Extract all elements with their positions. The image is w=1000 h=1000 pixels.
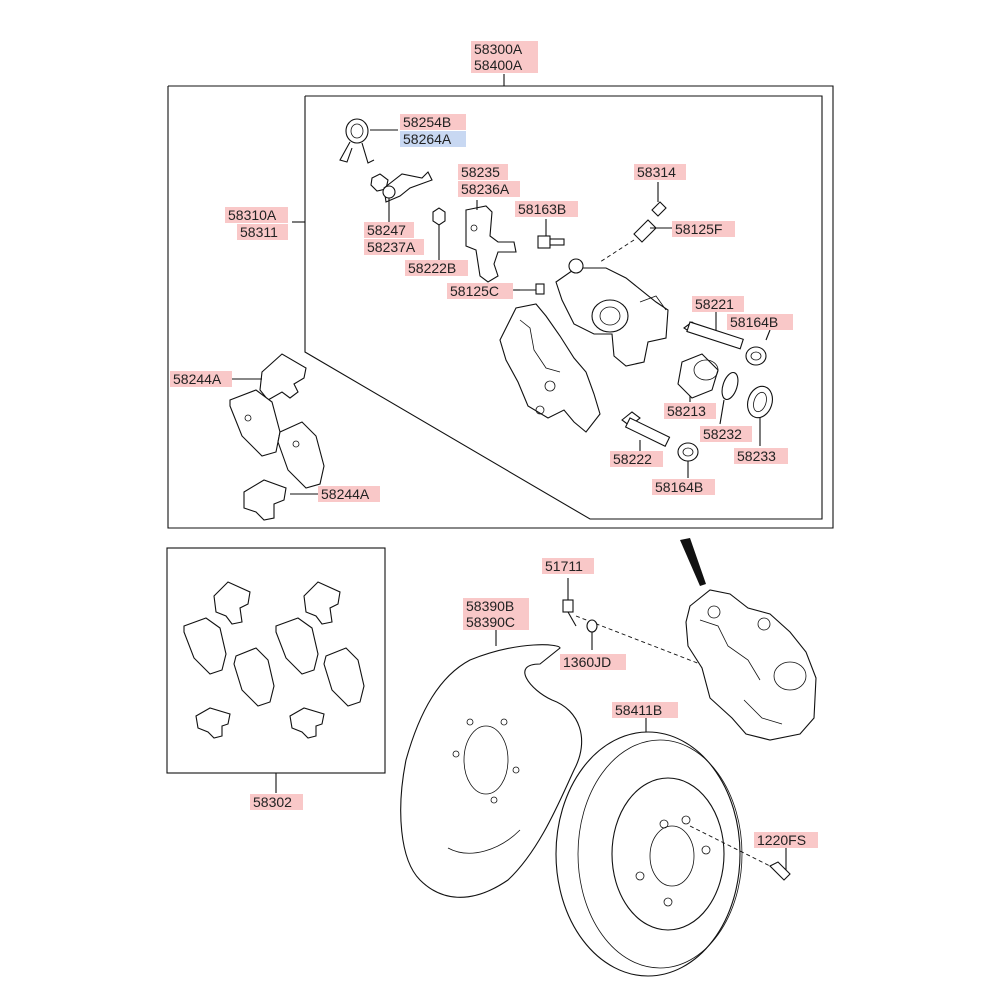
label-51711: 51711 (545, 558, 583, 574)
boot-icon (677, 329, 771, 478)
label-58400a: 58400A (474, 57, 523, 73)
clip-icon (370, 171, 433, 226)
bracket-clip-icon (465, 200, 517, 283)
bolt-icon (537, 219, 565, 249)
label-58310a: 58310A (228, 207, 277, 223)
label-58164b-bottom: 58164B (655, 479, 703, 495)
bleeder-icon (599, 182, 672, 263)
label-58232: 58232 (703, 426, 742, 442)
label-58236a: 58236A (461, 181, 510, 197)
piston-icon (677, 353, 719, 402)
label-58237a: 58237A (367, 239, 416, 255)
label-58222b: 58222B (408, 260, 456, 276)
label-58264a: 58264A (403, 131, 452, 147)
washer-icon (586, 619, 598, 650)
label-58300a: 58300A (474, 41, 523, 57)
label-58244a-top: 58244A (173, 371, 222, 387)
pad-kit-icon (183, 581, 365, 739)
pad-kit-frame (166, 547, 386, 793)
guide-pin-icon (621, 314, 744, 454)
label-58125c: 58125C (450, 283, 499, 299)
shim-bottom-icon (243, 479, 318, 521)
label-58235: 58235 (461, 164, 500, 180)
label-58222: 58222 (613, 451, 652, 467)
label-58221: 58221 (695, 296, 734, 312)
caliper-body-icon (555, 258, 669, 367)
label-58233: 58233 (737, 448, 776, 464)
label-1360jd: 1360JD (563, 654, 611, 670)
label-58213: 58213 (667, 403, 706, 419)
bleeder-small-icon (512, 283, 545, 295)
spring-icon (339, 118, 398, 164)
screw-icon (689, 825, 791, 881)
label-58244a-bottom: 58244A (321, 486, 370, 502)
backplate-icon (400, 628, 583, 898)
label-58254b: 58254B (403, 114, 451, 130)
label-58163b: 58163B (518, 201, 566, 217)
label-58247: 58247 (367, 222, 406, 238)
part-labels: 58300A 58400A 58254B 58264A 58310A 58311… (170, 41, 818, 848)
nut-icon (432, 207, 446, 262)
label-58311: 58311 (240, 224, 278, 240)
brake-disc-icon (555, 716, 743, 977)
label-58390b: 58390B (466, 598, 514, 614)
caliper-assembly-icon (685, 589, 817, 741)
bolt-51711-icon (562, 578, 701, 665)
label-58164b-top: 58164B (730, 314, 778, 330)
carrier-bracket-icon (499, 303, 601, 433)
arrow-icon (680, 538, 706, 586)
shim-top-icon (230, 353, 307, 401)
label-58390c: 58390C (466, 614, 515, 630)
brake-pad-icon (229, 389, 325, 489)
label-58411b: 58411B (615, 702, 662, 718)
label-1220fs: 1220FS (757, 832, 806, 848)
seal-icon (719, 371, 773, 446)
label-58125f: 58125F (675, 221, 722, 237)
label-58314: 58314 (637, 164, 676, 180)
assembly-frame (167, 74, 834, 529)
label-58302: 58302 (253, 794, 292, 810)
callout-lines (292, 221, 717, 314)
